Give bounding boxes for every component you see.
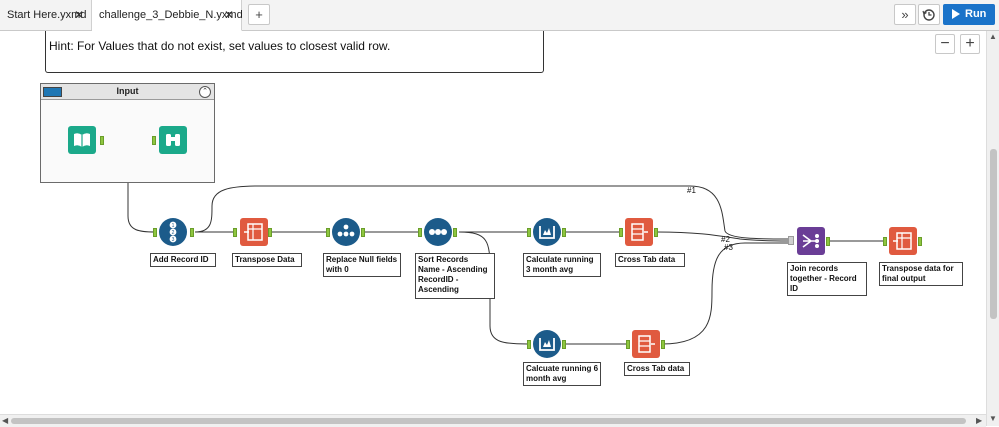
multi-field-formula-icon [337, 224, 355, 237]
annotation-transpose-final: Transpose data for final output [879, 262, 963, 286]
horizontal-scroll-thumb[interactable] [11, 418, 966, 424]
history-button[interactable] [918, 4, 940, 25]
record-id-tool[interactable]: 1 2 3 [159, 218, 187, 246]
scroll-left-icon[interactable]: ◀ [2, 416, 9, 425]
annotation-replace-null: Replace Null fields with 0 [323, 253, 401, 277]
new-tab-button[interactable]: + [248, 4, 270, 25]
output-anchor[interactable] [100, 136, 104, 145]
container-icon [43, 87, 62, 97]
output-anchor[interactable] [190, 228, 194, 237]
wire-label-1: #1 [687, 186, 696, 195]
annotation-cross-tab-1: Cross Tab data [615, 253, 685, 267]
record-id-icon: 1 2 3 [169, 221, 177, 243]
tab-start-here[interactable]: Start Here.yxmd ✕ [0, 0, 92, 30]
wire-crosstab2-join-3 [661, 242, 788, 345]
output-anchor[interactable] [654, 228, 658, 237]
output-anchor[interactable] [562, 228, 566, 237]
running-total-icon [539, 226, 555, 239]
input-anchor[interactable] [418, 228, 422, 237]
zoom-out-button[interactable]: − [935, 34, 955, 54]
vertical-scroll-thumb[interactable] [990, 149, 997, 319]
annotation-running-6: Calcuate running 6 month avg [523, 362, 601, 386]
join-multiple-icon [802, 234, 819, 248]
output-anchor[interactable] [918, 237, 922, 246]
play-icon [952, 9, 960, 19]
annotation-transpose-data: Transpose Data [232, 253, 302, 267]
output-anchor[interactable] [826, 237, 830, 246]
transpose-icon [244, 223, 263, 241]
history-icon [922, 9, 935, 21]
tab-label: Start Here.yxmd [7, 9, 87, 21]
annotation-add-record-id: Add Record ID [150, 253, 216, 267]
book-input-icon [74, 133, 90, 147]
collapse-icon[interactable]: ⌃ [199, 86, 211, 98]
svg-text:2: 2 [172, 230, 175, 236]
cross-tab-icon [631, 223, 648, 241]
close-icon[interactable]: ✕ [73, 8, 84, 22]
cross-tab-icon [638, 335, 655, 353]
input-anchor[interactable] [883, 237, 887, 246]
join-input-anchor[interactable] [788, 236, 794, 245]
workflow-canvas[interactable]: Hint: For Values that do not exist, set … [0, 31, 986, 414]
container-header[interactable]: Input ⌃ [41, 84, 214, 100]
wire-label-3: #3 [724, 243, 733, 252]
annotation-sort-records: Sort Records Name - Ascending RecordID -… [415, 253, 495, 299]
wire-label-2: #2 [721, 235, 730, 244]
run-button[interactable]: Run [943, 4, 995, 25]
tab-challenge-3[interactable]: challenge_3_Debbie_N.yxmd ✕ [92, 0, 243, 31]
cross-tab-tool-2[interactable] [632, 330, 660, 358]
vertical-scrollbar[interactable]: ▲ ▼ [986, 31, 999, 426]
running-total-6-tool[interactable] [533, 330, 561, 358]
svg-text:1: 1 [172, 223, 175, 229]
transpose-icon [893, 232, 912, 250]
annotation-cross-tab-2: Cross Tab data [624, 362, 690, 376]
input-data-tool[interactable] [68, 126, 96, 154]
running-total-3-tool[interactable] [533, 218, 561, 246]
annotation-join-records: Join records together - Record ID [787, 262, 867, 296]
output-anchor[interactable] [562, 340, 566, 349]
svg-text:3: 3 [172, 237, 175, 243]
sort-tool[interactable] [424, 218, 452, 246]
wire-crosstab1-join-2 [656, 231, 789, 242]
running-total-icon [539, 338, 555, 351]
close-icon[interactable]: ✕ [223, 8, 234, 22]
overflow-button[interactable]: » [894, 4, 916, 25]
input-anchor[interactable] [626, 340, 630, 349]
tab-label: challenge_3_Debbie_N.yxmd [99, 9, 243, 21]
binoculars-browse-icon [166, 134, 180, 146]
output-anchor[interactable] [453, 228, 457, 237]
hint-text: Hint: For Values that do not exist, set … [49, 39, 391, 53]
join-multiple-tool[interactable] [797, 227, 825, 255]
input-anchor[interactable] [326, 228, 330, 237]
input-anchor[interactable] [527, 340, 531, 349]
input-anchor[interactable] [152, 136, 156, 145]
run-label: Run [965, 8, 987, 20]
output-anchor[interactable] [268, 228, 272, 237]
horizontal-scrollbar[interactable]: ◀ ▶ [0, 414, 986, 427]
container-title: Input [116, 86, 139, 96]
transpose-tool[interactable] [240, 218, 268, 246]
browse-tool[interactable] [159, 126, 187, 154]
input-container[interactable]: Input ⌃ [40, 83, 215, 183]
scroll-down-icon[interactable]: ▼ [989, 414, 997, 423]
input-anchor[interactable] [153, 228, 157, 237]
hint-comment-box[interactable]: Hint: For Values that do not exist, set … [45, 31, 544, 73]
wire-recordid-join-1 [194, 185, 789, 240]
cross-tab-tool-1[interactable] [625, 218, 653, 246]
input-anchor[interactable] [527, 228, 531, 237]
zoom-in-button[interactable]: + [960, 34, 980, 54]
scroll-right-icon[interactable]: ▶ [976, 416, 983, 425]
multi-field-formula-tool[interactable] [332, 218, 360, 246]
input-anchor[interactable] [619, 228, 623, 237]
transpose-final-tool[interactable] [889, 227, 917, 255]
tab-bar: Start Here.yxmd ✕ challenge_3_Debbie_N.y… [0, 0, 999, 31]
output-anchor[interactable] [661, 340, 665, 349]
input-anchor[interactable] [233, 228, 237, 237]
scroll-up-icon[interactable]: ▲ [989, 32, 997, 41]
annotation-running-3: Calculate running 3 month avg [523, 253, 601, 277]
output-anchor[interactable] [361, 228, 365, 237]
sort-icon [429, 229, 447, 235]
